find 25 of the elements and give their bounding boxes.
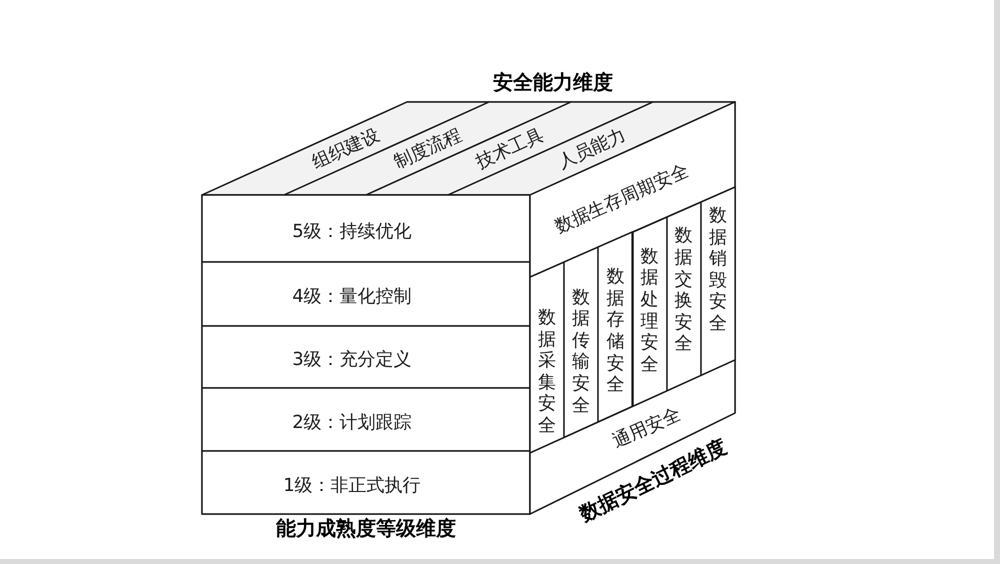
process-column — [598, 232, 632, 422]
level-label: 4级：量化控制 — [292, 286, 412, 308]
level-label: 2级：计划跟踪 — [292, 412, 412, 434]
process-column — [700, 187, 735, 376]
process-label: 数据采集安全 — [538, 307, 556, 437]
maturity-level-row — [202, 195, 530, 262]
process-column — [564, 247, 598, 438]
process-label: 数据交换安全 — [674, 226, 693, 356]
process-label: 通用安全 — [610, 404, 684, 452]
level-label: 3级：充分定义 — [292, 349, 412, 371]
level-label: 5级：持续优化 — [292, 220, 412, 242]
level-label: 1级：非正式执行 — [283, 474, 421, 496]
capability-label: 技术工具 — [472, 124, 547, 174]
process-label: 数据传输安全 — [572, 286, 590, 416]
process-label: 数据销毁安全 — [708, 205, 727, 335]
dimension-title: 能力成熟度等级维度 — [276, 516, 456, 540]
capability-label: 人员能力 — [554, 124, 629, 174]
process-label: 数据处理安全 — [640, 246, 659, 376]
dimension-title: 安全能力维度 — [493, 70, 613, 94]
capability-label: 制度流程 — [390, 124, 465, 174]
process-column — [632, 217, 667, 406]
capability-label: 组织建设 — [308, 124, 383, 174]
process-column — [666, 202, 701, 391]
maturity-level-row — [202, 451, 530, 514]
process-label: 数据存储安全 — [606, 266, 624, 396]
